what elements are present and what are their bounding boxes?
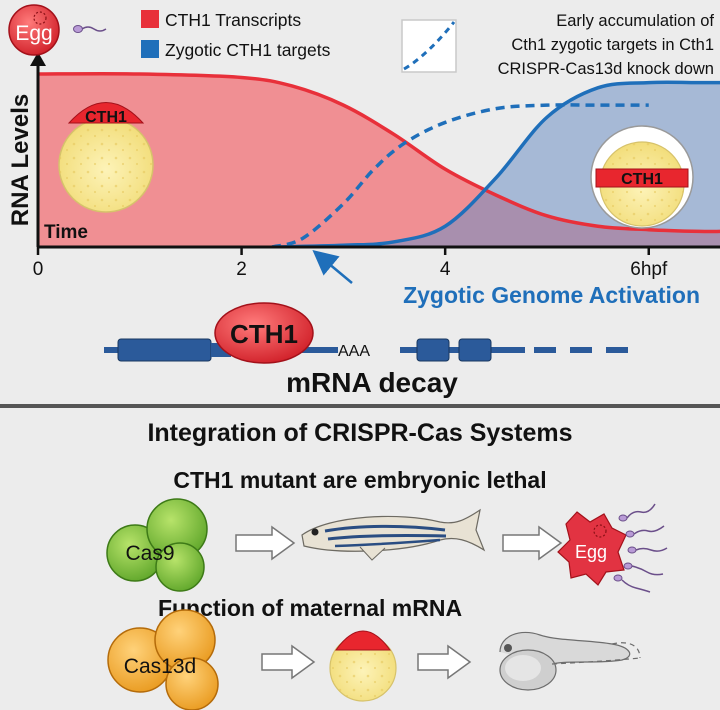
cas13d-label: Cas13d xyxy=(124,655,196,678)
polya-tail-label: AAA xyxy=(338,343,370,360)
transcripts-area xyxy=(38,73,720,246)
sperm-cluster-icon xyxy=(613,503,668,593)
function-caption: Function of maternal mRNA xyxy=(158,595,462,621)
targets-line xyxy=(272,80,720,246)
transcripts-line xyxy=(38,71,720,234)
x-axis-label: Time xyxy=(44,222,88,243)
cth1-protein-label: CTH1 xyxy=(230,319,298,349)
mrna-decay-label: mRNA decay xyxy=(286,367,458,398)
dead-egg-icon: Egg xyxy=(557,511,627,586)
panel-divider xyxy=(0,404,720,408)
embryo-cas13d-icon xyxy=(329,630,397,702)
legend-targets-label: Zygotic CTH1 targets xyxy=(165,40,331,60)
egg-icon: Egg xyxy=(8,4,60,56)
flow-arrow-3 xyxy=(261,644,316,680)
legend-knockdown-swatch xyxy=(401,19,457,73)
x-tick-label: 4 xyxy=(440,259,451,280)
zebrafish-icon xyxy=(301,508,486,561)
x-tick-label: 6hpf xyxy=(630,259,668,280)
cas13d-icon: Cas13d xyxy=(107,609,219,710)
embryo-early-label: CTH1 xyxy=(85,109,127,126)
knockdown-dashed-line xyxy=(271,103,649,246)
legend-knockdown-line-2: Cth1 zygotic targets in Cth1 xyxy=(511,36,714,54)
embryo-late-label: CTH1 xyxy=(621,171,663,188)
larva-icon xyxy=(499,631,641,691)
embryo-late-icon: CTH1 xyxy=(590,125,694,229)
lethal-caption: CTH1 mutant are embryonic lethal xyxy=(173,467,546,493)
mrna-diagram: CTH1 AAA xyxy=(104,302,628,364)
cth1-protein-icon xyxy=(214,302,314,364)
dead-egg-label: Egg xyxy=(575,542,607,562)
y-axis-label: RNA Levels xyxy=(7,94,34,227)
y-axis-arrowhead xyxy=(30,52,46,66)
cas9-icon: Cas9 xyxy=(106,498,208,592)
legend-knockdown-line-3: CRISPR-Cas13d knock down xyxy=(498,60,714,78)
x-axis-ticks: 0 2 4 6hpf xyxy=(33,247,668,280)
bottom-title: Integration of CRISPR-Cas Systems xyxy=(147,419,572,447)
legend-transcripts-swatch xyxy=(141,10,159,28)
legend-knockdown-line-1: Early accumulation of xyxy=(556,12,714,30)
legend-targets-swatch xyxy=(141,40,159,58)
cas9-label: Cas9 xyxy=(125,542,174,565)
legend-transcripts-label: CTH1 Transcripts xyxy=(165,10,301,30)
flow-arrow-1 xyxy=(235,525,296,561)
zga-arrow xyxy=(312,249,353,284)
x-tick-label: 2 xyxy=(236,259,247,280)
embryo-early-icon: CTH1 xyxy=(58,102,154,213)
zga-label: Zygotic Genome Activation xyxy=(403,282,700,308)
egg-label: Egg xyxy=(15,22,52,45)
sperm-icon xyxy=(73,25,107,33)
x-tick-label: 0 xyxy=(33,259,44,280)
flow-arrow-4 xyxy=(417,644,472,680)
flow-arrow-2 xyxy=(502,525,563,561)
